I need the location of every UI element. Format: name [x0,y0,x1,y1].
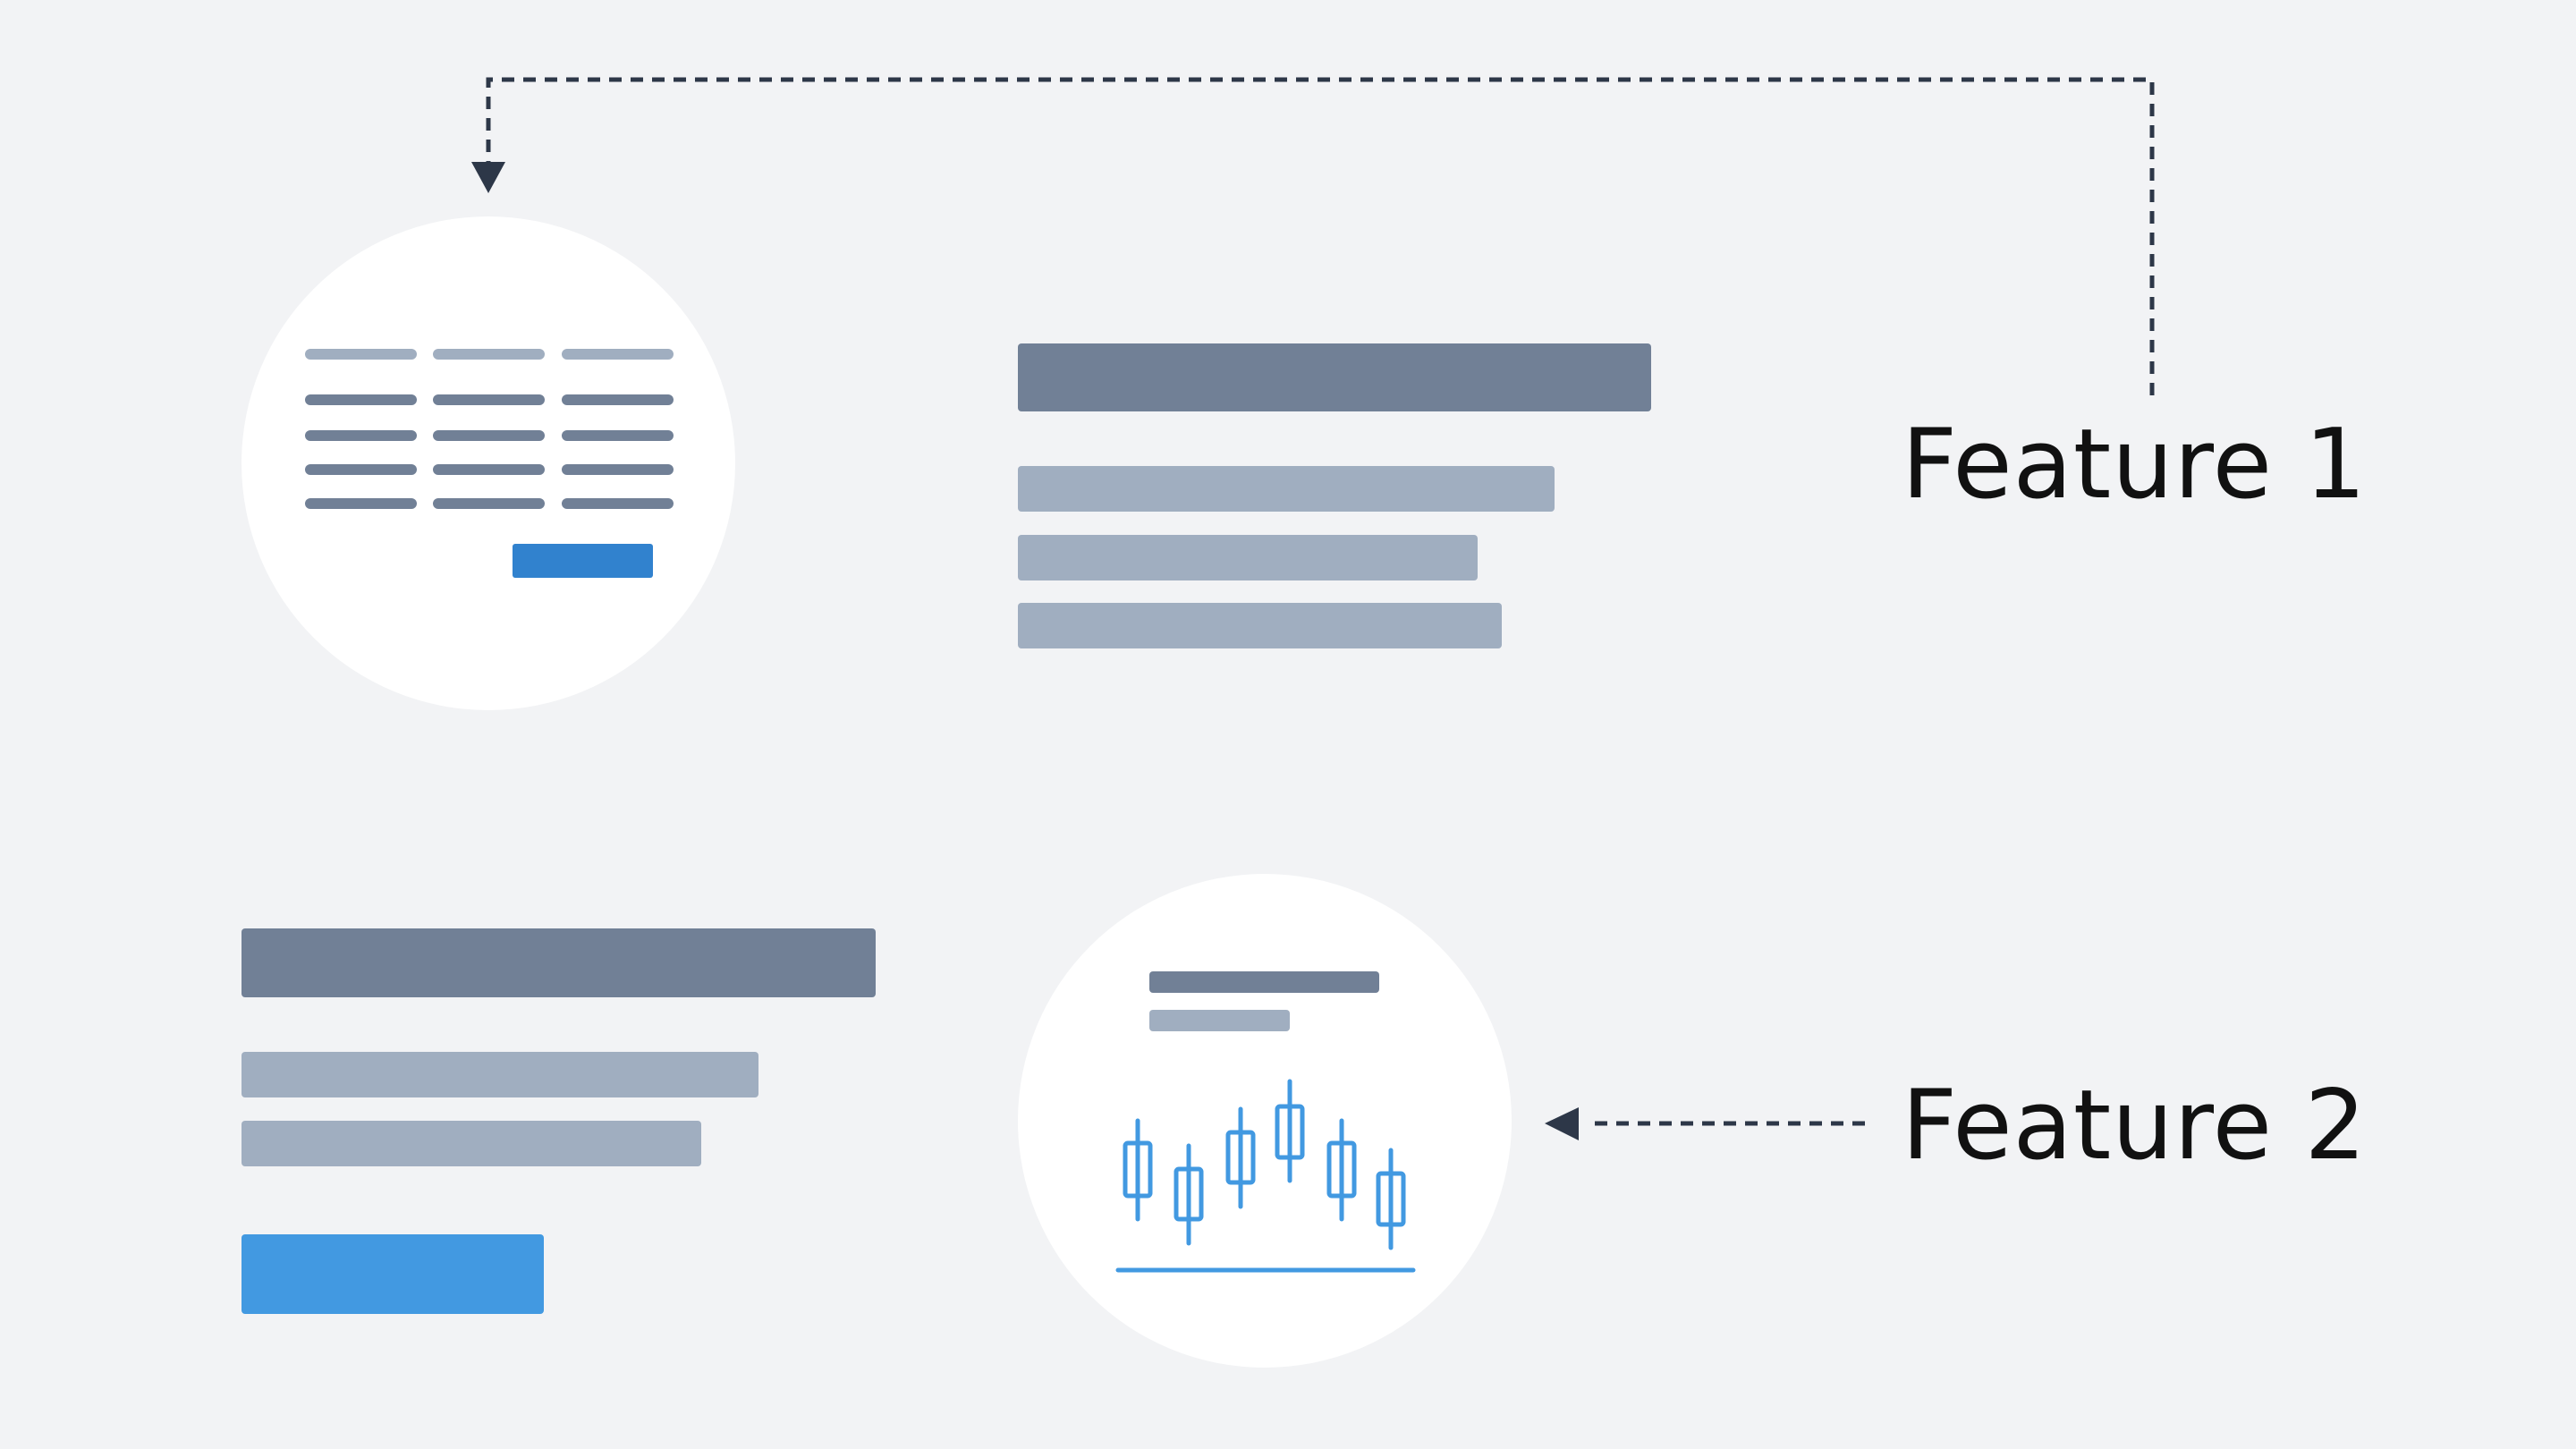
feature-2-text-line-1-placeholder [242,1052,758,1097]
feature-1-label: Feature 1 [1902,409,2368,521]
feature-1-text-line-1-placeholder [1018,466,1555,512]
feature-2-label: Feature 2 [1902,1070,2368,1182]
feature-1-connector-arrow [471,77,2155,395]
candlestick-chart-icon [1115,971,1416,1273]
feature-1-title-placeholder [1018,343,1651,411]
feature-2-connector-arrow [1545,1107,1865,1140]
feature-2-text-line-2-placeholder [242,1121,701,1166]
feature-2-button-placeholder[interactable] [242,1234,544,1314]
table-icon [305,349,674,578]
table-action-button [513,544,653,578]
feature-1-circle [242,216,735,710]
feature-2-circle [1018,874,1512,1368]
feature-1-text-line-3-placeholder [1018,603,1502,648]
feature-1-text-line-2-placeholder [1018,535,1478,580]
feature-2-title-placeholder [242,928,876,997]
